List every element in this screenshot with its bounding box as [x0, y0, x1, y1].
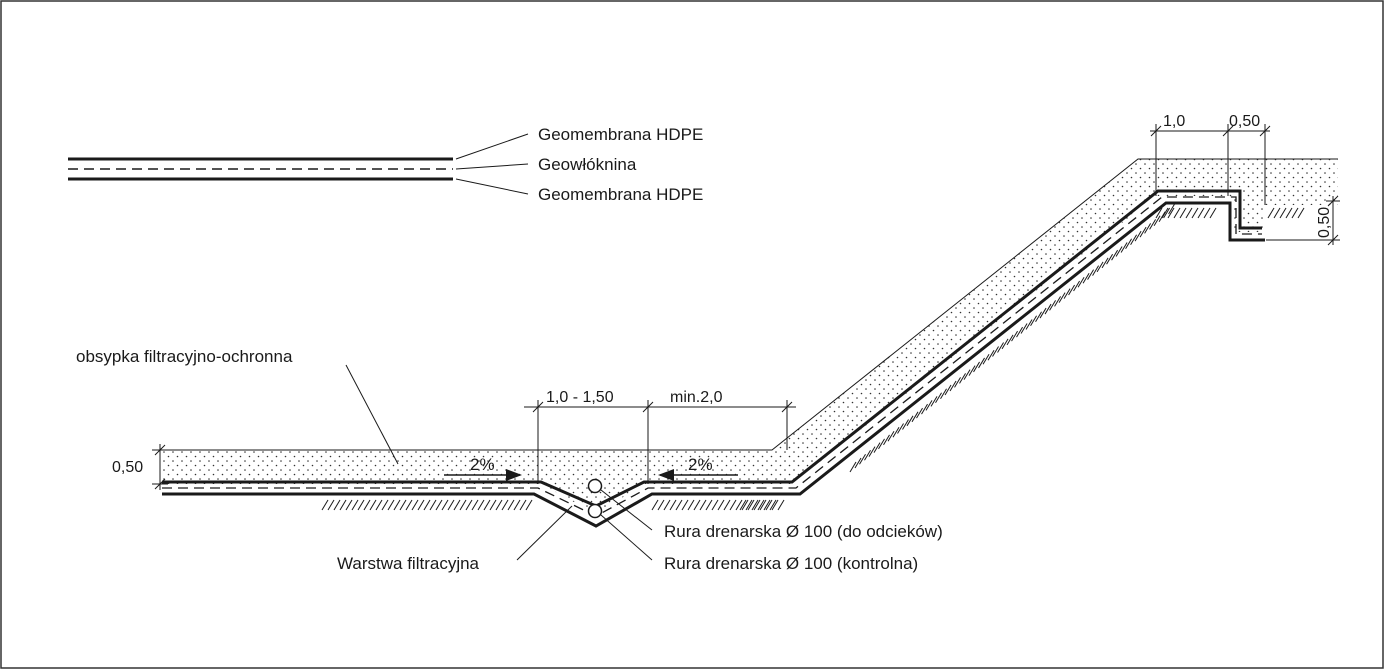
ground-hatching [321, 203, 1305, 511]
dim-min-width-label: min.2,0 [670, 389, 723, 406]
dim-cover-thickness-label: 0,50 [112, 459, 143, 476]
slope-right-label: 2% [688, 455, 713, 474]
slope-arrow-right [658, 469, 738, 481]
cover-label: obsypka filtracyjno-ochronna [76, 347, 293, 366]
dim-anchor-berm-label: 1,0 [1163, 113, 1185, 130]
slope-arrow-left [444, 469, 522, 481]
dim-anchor-width-label: 0,50 [1229, 113, 1260, 130]
cover-fill-area [162, 159, 1338, 514]
legend-membrane-bottom-label: Geomembrana HDPE [538, 185, 703, 204]
dim-cover-thickness [152, 444, 168, 490]
dim-trench-width [524, 400, 796, 484]
legend-membrane-top-label: Geomembrana HDPE [538, 125, 703, 144]
drain-pipe-control [587, 503, 603, 519]
slope-left-label: 2% [470, 455, 495, 474]
cover-top-surface [162, 158, 1338, 451]
legend-geotextile-label: Geowłóknina [538, 155, 637, 174]
filter-layer-label: Warstwa filtracyjna [337, 554, 480, 573]
drain-pipe-leachate [587, 478, 603, 494]
liner-system [162, 189, 1265, 528]
dim-anchor-depth-label: 0,50 [1316, 207, 1333, 238]
legend-liner-sample [68, 133, 529, 195]
leader-lines [345, 364, 653, 561]
pipe-leachate-label: Rura drenarska Ø 100 (do odcieków) [664, 522, 943, 541]
pipe-control-label: Rura drenarska Ø 100 (kontrolna) [664, 554, 918, 573]
dim-trench-width-label: 1,0 - 1,50 [546, 389, 614, 406]
dim-anchor [1150, 124, 1340, 246]
